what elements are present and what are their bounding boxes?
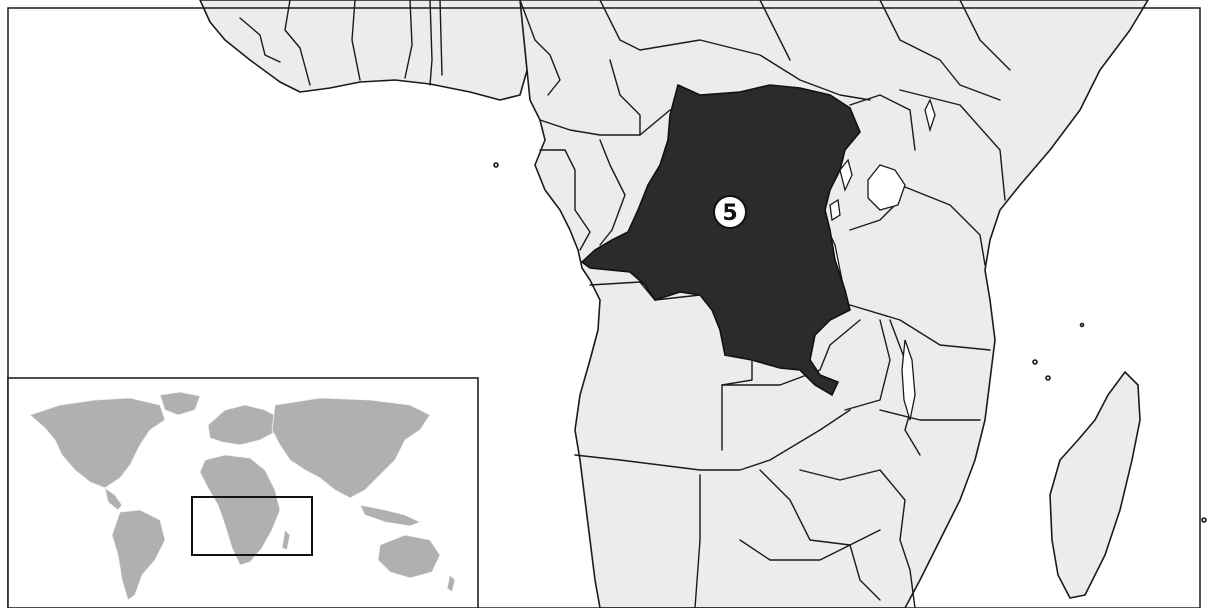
inset-central-america [104,487,123,511]
lake-turkana [924,98,936,133]
inset-madagascar [281,529,291,551]
region-marker-label: 5 [722,201,737,226]
lake-albert [839,158,853,192]
inset-indonesia [359,504,422,527]
seychelles-island [1079,322,1085,328]
inset-south-america [111,509,166,601]
mauritius-island [1201,517,1207,523]
world-inset [7,377,479,608]
inset-north-america [29,397,166,489]
lake-victoria [867,164,906,211]
comoros-island [1032,359,1038,365]
inset-new-zealand [446,574,456,593]
map-frame [7,7,1201,608]
inset-asia [271,397,431,499]
lake-kivu [829,198,841,222]
inset-australia [377,534,441,579]
bioko-island [493,162,499,168]
inset-locator-box [191,496,313,556]
west-africa-land [199,0,531,101]
highlighted-country [580,83,861,397]
lake-malawi [901,339,916,421]
inset-greenland [159,391,201,416]
region-marker-circle [713,195,747,229]
region-marker: 5 [713,195,747,229]
madagascar-land [1049,371,1141,599]
comoros-island [1045,375,1051,381]
